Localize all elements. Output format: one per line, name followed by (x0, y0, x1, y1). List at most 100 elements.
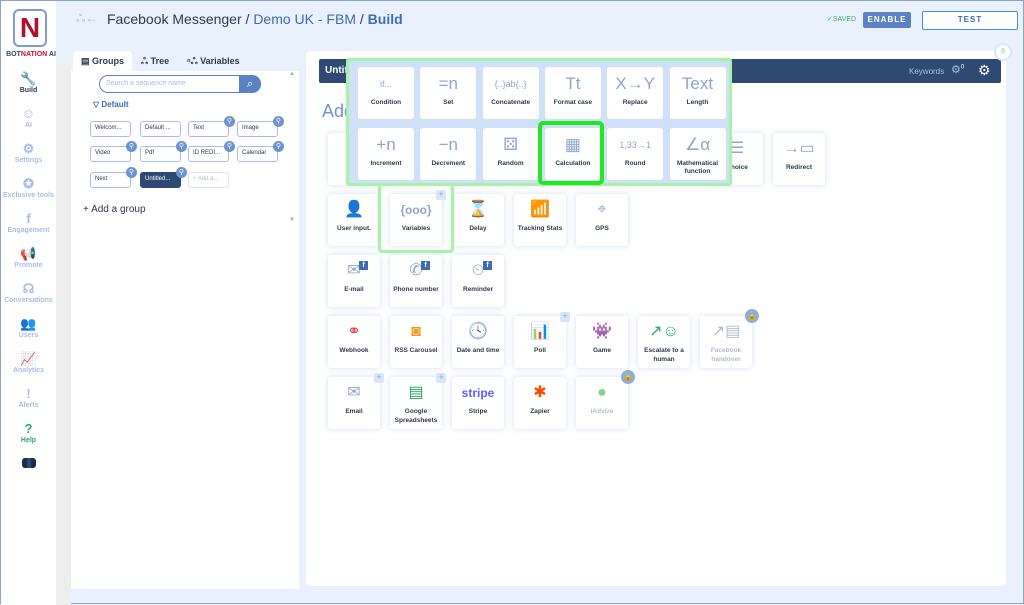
settings-gear-icon[interactable]: ⚙ (978, 62, 991, 78)
block-label: GPS (595, 225, 609, 232)
sidebar-item-users[interactable]: 👥Users (1, 316, 56, 339)
sequence-chip[interactable]: Untitled... (140, 172, 181, 188)
sidebar-item-ai[interactable]: ☺AI (1, 106, 56, 129)
keywords-icon[interactable]: ⚙0 (951, 64, 965, 76)
sidebar-scrollbar[interactable] (56, 63, 71, 605)
nav-label: Alerts (18, 402, 39, 409)
block-email[interactable]: +✉Email (328, 373, 384, 429)
sequence-chip[interactable]: Pdf (140, 146, 181, 162)
calculation-icon: ▦ (564, 135, 581, 154)
random-icon: ⚄ (503, 135, 518, 154)
sequence-search-input[interactable]: Search a sequence name (99, 75, 261, 93)
tab-tree[interactable]: ஃ Tree (141, 56, 170, 66)
add-icon[interactable]: + (436, 190, 446, 200)
block-user-input-[interactable]: 👤User input. (328, 194, 380, 246)
panel-scrollbar[interactable]: ▲▼ (289, 71, 295, 223)
breadcrumb-bot[interactable]: Demo UK - FBM (253, 11, 356, 27)
group-default[interactable]: ▽ Default (93, 100, 129, 109)
sidebar-item-exclusive-tools[interactable]: ✪Exclusive tools (1, 176, 56, 199)
test-button[interactable]: TEST (922, 11, 1018, 30)
block-label: Choice (726, 164, 748, 171)
sequence-chip[interactable]: ID REDI... (188, 146, 229, 162)
sidebar-item-analytics[interactable]: 📈Analytics (1, 351, 56, 374)
sidebar-item-settings[interactable]: ⚙Settings (1, 141, 56, 164)
sequence-chip[interactable]: + Add a... (188, 172, 229, 188)
block-zapier[interactable]: ✱Zapier (514, 377, 566, 429)
sequence-chip[interactable]: Next (90, 172, 131, 188)
link-icon: ⚲ (273, 116, 284, 127)
block-rss-carousel[interactable]: ◙RSS Carousel (390, 316, 442, 368)
tab-variables[interactable]: ⁿஃ Variables (187, 56, 240, 66)
add-icon[interactable]: + (436, 373, 446, 383)
block-game[interactable]: 👾Game (576, 316, 628, 368)
add-icon[interactable]: + (560, 312, 570, 322)
tile-concatenate[interactable]: {..}ab{..}Concatenate (482, 67, 539, 119)
tile-label: Increment (370, 160, 402, 167)
sidebar-item-build[interactable]: 🔧Build (1, 71, 56, 94)
enable-button[interactable]: ENABLE (863, 12, 911, 28)
tile-calculation[interactable]: ▦Calculation (544, 128, 601, 180)
add-icon[interactable]: + (374, 373, 384, 383)
block-variables[interactable]: +{ooo}Variables (390, 190, 446, 246)
block-date-and-time[interactable]: 🕓Date and time (452, 316, 504, 368)
sidebar-item-help[interactable]: ?Help (1, 421, 56, 444)
block-iadvize[interactable]: 🔒●iAdvize (576, 370, 635, 429)
nav-label: Users (18, 332, 39, 339)
breadcrumb-build: Build (367, 11, 403, 27)
block-poll[interactable]: +📊Poll (514, 312, 570, 368)
sidebar-item-conversations[interactable]: ☊Conversations (1, 281, 56, 304)
tile-random[interactable]: ⚄Random (482, 128, 539, 180)
tab-label: Groups (92, 56, 125, 66)
robot-icon: ☺ (21, 106, 36, 121)
block-facebook-handover[interactable]: 🔒↗▤Facebook handover (700, 309, 759, 368)
tile-condition[interactable]: if...Condition (358, 67, 414, 119)
block-webhook[interactable]: ⚭Webhook (328, 316, 380, 368)
keywords-label[interactable]: Keywords (909, 67, 945, 76)
block-phone-number[interactable]: f✆Phone number (390, 255, 442, 307)
block-google-spreadsheets[interactable]: +▤Google Spreadsheets (390, 373, 446, 429)
block-redirect[interactable]: →▭Redirect (773, 133, 825, 185)
sequence-chip[interactable]: Video (90, 146, 131, 162)
nav-label: Exclusive tools (3, 192, 54, 199)
tile-label: Round (624, 160, 646, 167)
popup-pointer (378, 183, 454, 253)
sidebar-item-promote[interactable]: 📢Promote (1, 246, 56, 269)
e-mail-icon: ✉ (347, 262, 361, 279)
back-icon[interactable]: ஃ← (76, 11, 98, 25)
sequence-chip[interactable]: Default ... (140, 121, 181, 137)
block-tracking-stats[interactable]: 📶Tracking Stats (514, 194, 566, 246)
block-label: Phone number (393, 286, 439, 293)
block-label: Stripe (468, 408, 488, 415)
sequence-chip[interactable]: Calendar (237, 146, 278, 162)
sequence-chip[interactable]: Welcom... (90, 121, 131, 137)
block-delay[interactable]: ⌛Delay (452, 194, 504, 246)
block-e-mail[interactable]: f✉E-mail (328, 255, 380, 307)
sequence-chip[interactable]: Text (188, 121, 229, 137)
block-gps[interactable]: ⌖GPS (576, 194, 628, 246)
block-escalate-to-a-human[interactable]: ↗☺Escalate to a human (638, 316, 690, 368)
block-label: Google Spreadsheets (394, 408, 438, 424)
facebook-badge-icon: f (359, 261, 368, 270)
tab-groups[interactable]: ▤ Groups (73, 51, 133, 71)
link-icon: ⚲ (126, 141, 137, 152)
sequence-title[interactable]: Untit (325, 65, 348, 76)
sequence-chip[interactable]: Image (237, 121, 278, 137)
toggle-icon[interactable] (22, 458, 36, 468)
link-icon: ⚲ (224, 141, 235, 152)
sidebar-item-alerts[interactable]: !Alerts (1, 386, 56, 409)
breadcrumb-channel[interactable]: Facebook Messenger (107, 11, 242, 27)
search-icon[interactable]: ⌕ (239, 75, 261, 93)
block-reminder[interactable]: f⏲Reminder (452, 255, 504, 307)
question-icon: ? (24, 421, 33, 436)
add-group-button[interactable]: + Add a group (83, 204, 146, 215)
